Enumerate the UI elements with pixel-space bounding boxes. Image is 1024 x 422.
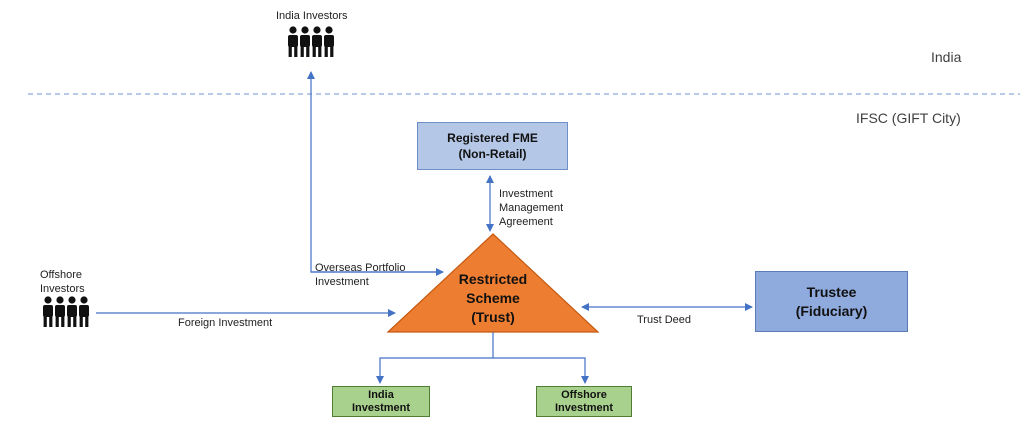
ima-line1: Investment [499, 188, 553, 200]
offshore-investment-box: Offshore Investment [536, 386, 632, 417]
ima-line3: Agreement [499, 216, 553, 228]
india-investment-line1: India [368, 388, 394, 401]
india-investment-line2: Investment [351, 401, 411, 414]
offshore-investors-label: Offshore Investors [40, 268, 85, 296]
india-investment-arrow [376, 332, 494, 384]
fme-line1: Registered FME [447, 131, 538, 145]
registered-fme-box: Registered FME (Non-Retail) [417, 122, 568, 170]
region-label-india: India [931, 49, 962, 65]
region-label-ifsc: IFSC (GIFT City) [856, 110, 961, 126]
offshore-investment-arrow [493, 357, 589, 384]
ima-label: Investment Management Agreement [499, 187, 563, 229]
trustee-line2: (Fiduciary) [795, 302, 868, 319]
opi-line2: Investment [315, 276, 369, 288]
fme-line2: (Non-Retail) [458, 147, 527, 161]
foreign-investment-label: Foreign Investment [178, 317, 273, 329]
opi-arrow [307, 71, 443, 273]
india-investors-people-icon [288, 26, 334, 57]
opi-line1: Overseas Portfolio [315, 262, 406, 274]
india-investment-box: India Investment [332, 386, 430, 417]
scheme-line3: (Trust) [471, 309, 515, 325]
trust-deed-label: Trust Deed [637, 314, 692, 326]
opi-label: Overseas Portfolio Investment [315, 261, 405, 289]
trustee-box: Trustee (Fiduciary) [755, 271, 908, 332]
offshore-investment-line2: Investment [554, 401, 614, 414]
offshore-investment-line1: Offshore [561, 388, 607, 401]
trustee-line1: Trustee [806, 283, 857, 300]
ima-line2: Management [499, 202, 564, 214]
scheme-line2: Scheme [466, 290, 520, 306]
offshore-investors-people-icon [43, 296, 89, 327]
india-investors-label: India Investors [276, 10, 348, 22]
scheme-line1: Restricted [458, 271, 528, 287]
offshore-investors-line2: Investors [40, 283, 85, 295]
restricted-scheme-label: Restricted Scheme (Trust) [395, 270, 591, 327]
offshore-investors-line1: Offshore [40, 269, 82, 281]
